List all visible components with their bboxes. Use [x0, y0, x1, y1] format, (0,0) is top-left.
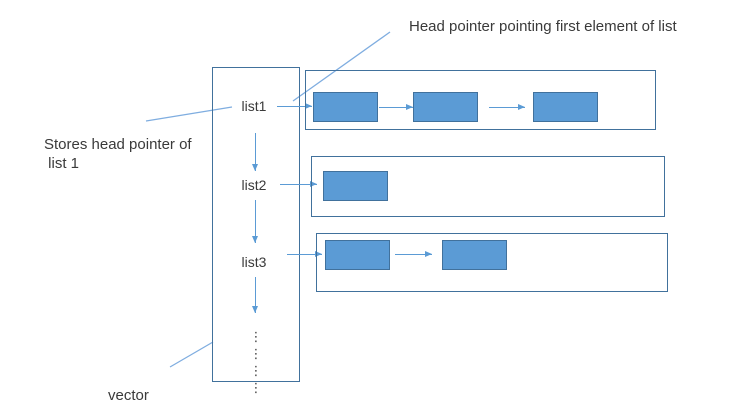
vector-rectangle — [212, 67, 300, 382]
arrow-down-list1-list2 — [252, 133, 258, 171]
list2-container — [311, 156, 665, 217]
list1-container — [305, 70, 656, 130]
arrow-list1-head — [277, 103, 312, 109]
vector-item-list2: list2 — [241, 177, 267, 193]
list3-container — [316, 233, 668, 292]
vector-item-list1: list1 — [241, 98, 267, 114]
vector-item-list3: list3 — [241, 254, 267, 270]
list3-node-2 — [442, 240, 507, 270]
arrow-list3-head — [287, 251, 322, 257]
list2-node-1 — [323, 171, 388, 201]
arrow-list1-node2-node3 — [489, 104, 525, 110]
ellipsis-dots: ⋮ ⋮ ⋮ ⋮ — [249, 330, 263, 396]
vector-label: vector — [108, 387, 149, 404]
list1-node-2 — [413, 92, 478, 122]
arrow-list2-head — [280, 181, 317, 187]
list1-node-3 — [533, 92, 598, 122]
head-pointer-annotation: Head pointer pointing first element of l… — [409, 18, 677, 35]
list1-node-1 — [313, 92, 378, 122]
stores-head-pointer-annotation: Stores head pointer of list 1 — [44, 136, 192, 172]
leader-line-vector — [169, 341, 214, 368]
list3-node-1 — [325, 240, 390, 270]
arrow-down-list3-more — [252, 277, 258, 313]
arrow-list1-node1-node2 — [379, 104, 413, 110]
arrow-down-list2-list3 — [252, 200, 258, 243]
arrow-list3-node1-node2 — [395, 251, 432, 257]
